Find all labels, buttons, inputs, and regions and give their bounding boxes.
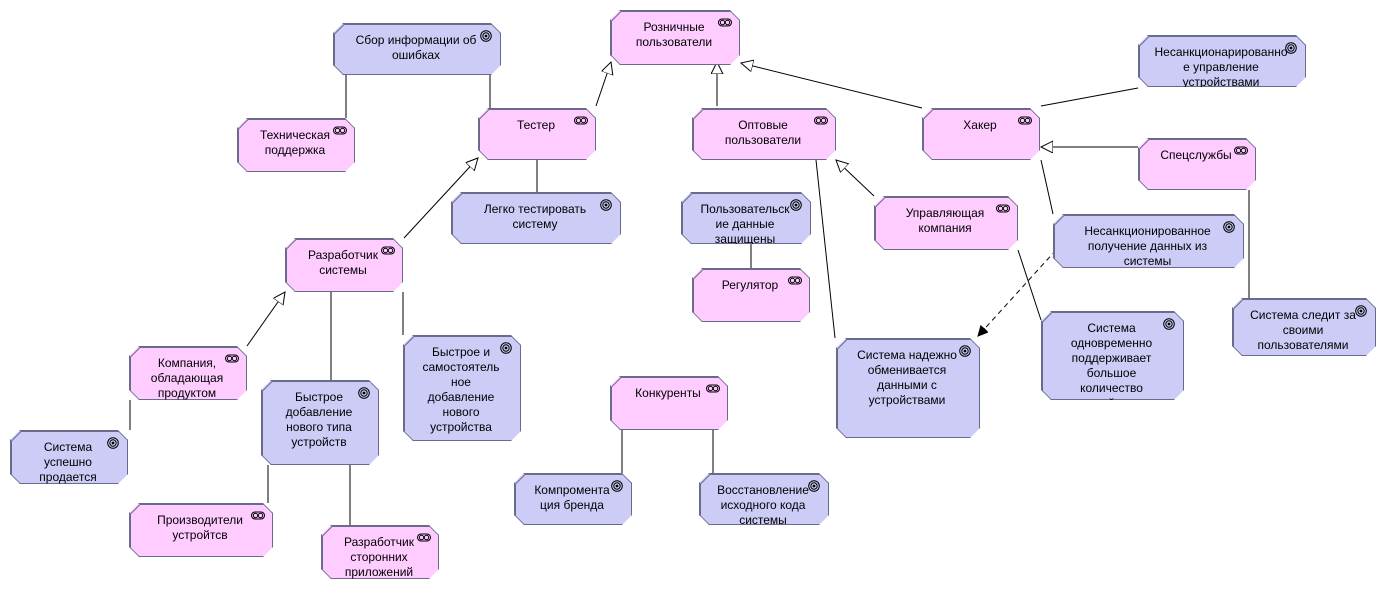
node-label: Регулятор [721,278,779,292]
edge-haker-nesank-poluchenie [1040,159,1054,215]
goal-bystroe-samost[interactable]: Быстрое и самостоятель ное добавление но… [403,335,521,441]
role-icon [706,383,720,395]
goal-icon [958,345,972,357]
node-label: Спецслужбы [1160,148,1232,162]
role-icon [718,17,732,29]
edge-haker-roznichnye [741,63,923,109]
goal-nesank-poluchenie[interactable]: Несанкционированное получение данных из … [1053,214,1244,268]
goal-icon [1354,305,1368,317]
node-label: Система следит за своими пользователями [1250,308,1356,352]
node-label: Система надежно обменивается данными с у… [857,348,957,407]
goal-icon [1284,42,1298,54]
node-label: Восстановление исходного кода системы [717,483,809,527]
role-icon [788,275,802,287]
goal-legko[interactable]: Легко тестировать систему [451,192,621,244]
role-icon [225,353,239,365]
goal-icon [1222,221,1236,233]
stakeholder-razrabotchik-storonnih[interactable]: Разработчик сторонних приложений [321,525,439,579]
node-label: Техническая поддержка [259,128,330,157]
node-label: Несанкционированное получение данных из … [1084,224,1211,268]
edge-tester-roznichnye [595,62,611,107]
edge-optovye-nadezhno [815,159,836,339]
stakeholder-specsluzhby[interactable]: Спецслужбы [1138,138,1256,190]
node-label: Конкуренты [635,386,701,400]
node-label: Разработчик системы [308,248,378,277]
stakeholder-haker[interactable]: Хакер [922,108,1040,160]
edge-upravlyayuschaya-optovye [836,160,875,197]
role-icon [381,245,395,257]
goal-icon [479,30,493,42]
stakeholder-kompaniya[interactable]: Компания, обладающая продуктом [129,346,247,400]
edge-upravlyayuschaya-odnovremenno [1017,249,1042,321]
node-label: Компания, обладающая продуктом [150,356,224,400]
goal-prodaetsya[interactable]: Система успешно продается [10,430,128,484]
goal-nesank-upravlenie[interactable]: Несанкционарированно е управление устрой… [1138,35,1306,87]
goal-icon [599,199,613,211]
edge-razrabotchik-tester [403,158,478,239]
role-icon [417,532,431,544]
goal-icon [357,387,371,399]
node-label: Система одновременно поддерживает большо… [1070,321,1153,410]
edge-kompaniya-razrabotchik [246,292,285,347]
role-icon [1018,115,1032,127]
stakeholder-konkurenty[interactable]: Конкуренты [610,376,728,430]
goal-sledit[interactable]: Система следит за своими пользователями [1232,298,1376,356]
role-icon [996,203,1010,215]
goal-bystroe-tipa[interactable]: Быстрое добавление нового типа устройств [261,380,379,465]
goal-nadezhno[interactable]: Система надежно обменивается данными с у… [836,338,980,438]
edge-nesank-poluchenie-nadezhno [978,249,1057,336]
stakeholder-optovye[interactable]: Оптовые пользователи [692,108,836,160]
node-label: Система успешно продается [39,440,97,484]
node-label: Сбор информации об ошибках [355,33,477,62]
role-icon [574,115,588,127]
goal-icon [610,480,624,492]
role-icon [814,115,828,127]
node-label: Тестер [516,118,556,132]
edge-nesank-upravlenie-haker [1040,87,1139,107]
node-label: Быстрое добавление нового типа устройств [285,390,353,449]
node-label: Пользовательск ие данные защищены [700,202,790,246]
stakeholder-razrabotchik[interactable]: Разработчик системы [285,238,403,292]
goal-icon [1162,318,1176,330]
node-label: Управляющая компания [905,206,985,235]
goal-icon [807,480,821,492]
node-label: Несанкционарированно е управление устрой… [1154,45,1288,89]
node-label: Оптовые пользователи [724,118,802,147]
node-label: Легко тестировать систему [483,202,587,231]
role-icon [333,125,347,137]
node-label: Производители устройтсв [157,513,243,542]
stakeholder-regulyator[interactable]: Регулятор [692,268,810,322]
stakeholder-proizvoditeli[interactable]: Производители устройтсв [129,503,273,557]
node-label: Разработчик сторонних приложений [344,535,414,579]
stakeholder-roznichnye[interactable]: Розничные пользователи [610,10,740,65]
goal-sbor[interactable]: Сбор информации об ошибках [333,23,501,75]
goal-vosstanovlenie[interactable]: Восстановление исходного кода системы [699,473,829,525]
role-icon [1234,145,1248,157]
node-label: Компромента ция бренда [534,483,610,512]
node-label: Быстрое и самостоятель ное добавление но… [422,345,500,434]
node-label: Розничные пользователи [635,20,713,49]
role-icon [251,510,265,522]
stakeholder-tester[interactable]: Тестер [478,108,596,160]
node-label: Хакер [963,118,997,132]
goal-icon [789,199,803,211]
stakeholder-tehpodderzhka[interactable]: Техническая поддержка [237,118,355,172]
goal-odnovremenno[interactable]: Система одновременно поддерживает большо… [1041,311,1184,400]
goal-icon [499,342,513,354]
goal-zaschischeny[interactable]: Пользовательск ие данные защищены [681,192,811,244]
goal-icon [106,437,120,449]
goal-kompromentaciya[interactable]: Компромента ция бренда [514,473,632,525]
stakeholder-upravlyayuschaya[interactable]: Управляющая компания [874,196,1018,250]
